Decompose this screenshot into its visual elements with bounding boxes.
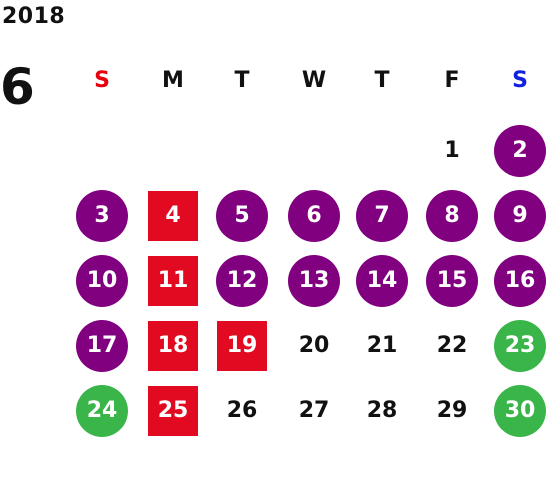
day-cell-purple[interactable]: 7: [356, 190, 408, 242]
day-cell[interactable]: 21: [366, 333, 398, 358]
year-label: 2018: [2, 4, 66, 29]
day-cell-purple[interactable]: 13: [288, 255, 340, 307]
day-cell-red[interactable]: 4: [148, 191, 198, 241]
day-cell-purple[interactable]: 3: [76, 190, 128, 242]
day-cell[interactable]: 28: [366, 398, 398, 423]
day-cell-red[interactable]: 18: [148, 321, 198, 371]
day-cell-green[interactable]: 23: [494, 320, 546, 372]
day-cell-green[interactable]: 24: [76, 385, 128, 437]
day-cell-purple[interactable]: 6: [288, 190, 340, 242]
weekday-label: T: [234, 68, 250, 93]
weekday-sunday: S: [94, 68, 110, 93]
day-cell-purple[interactable]: 16: [494, 255, 546, 307]
day-cell-purple[interactable]: 5: [216, 190, 268, 242]
day-cell-purple[interactable]: 15: [426, 255, 478, 307]
weekday-label: T: [374, 68, 390, 93]
day-cell-purple[interactable]: 10: [76, 255, 128, 307]
day-cell[interactable]: 22: [436, 333, 468, 358]
day-cell[interactable]: 27: [298, 398, 330, 423]
day-cell-purple[interactable]: 2: [494, 125, 546, 177]
day-cell[interactable]: 26: [226, 398, 258, 423]
day-cell-red[interactable]: 25: [148, 386, 198, 436]
day-cell[interactable]: 1: [444, 138, 460, 163]
weekday-label: W: [301, 68, 327, 93]
month-number: 6: [0, 58, 35, 116]
day-cell-green[interactable]: 30: [494, 385, 546, 437]
day-cell-purple[interactable]: 12: [216, 255, 268, 307]
weekday-saturday: S: [512, 68, 528, 93]
day-cell-purple[interactable]: 14: [356, 255, 408, 307]
day-cell[interactable]: 20: [298, 333, 330, 358]
day-cell-purple[interactable]: 9: [494, 190, 546, 242]
day-cell-red[interactable]: 11: [148, 256, 198, 306]
weekday-label: M: [162, 68, 184, 93]
day-cell[interactable]: 29: [436, 398, 468, 423]
day-cell-red[interactable]: 19: [217, 321, 267, 371]
weekday-label: F: [444, 68, 460, 93]
day-cell-purple[interactable]: 8: [426, 190, 478, 242]
day-cell-purple[interactable]: 17: [76, 320, 128, 372]
